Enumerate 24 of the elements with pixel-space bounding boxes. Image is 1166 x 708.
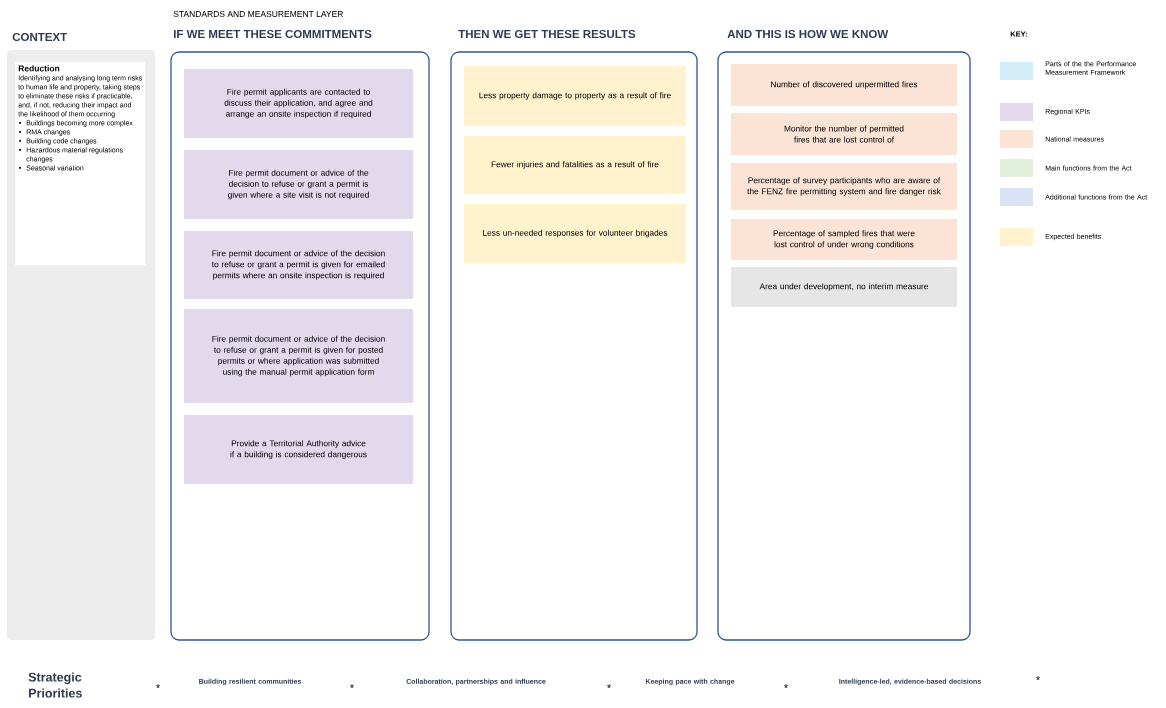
measure-box: Area under development, no interim measure (731, 267, 957, 307)
asterisk: * (784, 684, 788, 689)
measure-box: Percentage of sampled fires that were lost control of under wrong conditions (731, 219, 957, 260)
benefit-box: Fewer injuries and fatalities as a result of fire (464, 136, 686, 194)
node-label: THEN WE GET THESE RESULTS (458, 29, 636, 39)
asterisk: * (350, 684, 354, 689)
node-label: IF WE MEET THESE COMMITMENTS (173, 29, 372, 39)
layer-heading: STANDARDS AND MEASUREMENT LAYER (173, 11, 343, 17)
asterisk: * (1036, 676, 1040, 681)
measure-box: Percentage of survey participants who are aware of the FENZ fire permitting system and fire danger risk (731, 163, 957, 210)
node-label: CONTEXT (12, 32, 68, 42)
asterisk: * (156, 684, 160, 689)
benefit-box: Less un-needed responses for volunteer brigades (464, 204, 686, 263)
measure-box: Number of discovered unpermitted fires (731, 64, 957, 106)
priorities-heading: Strategic Priorities (28, 672, 82, 698)
kpi-box: Fire permit document or advice of the decision to refuse or grant a permit is given for posted permits or where application was submitted using the manual permit application form (184, 309, 413, 403)
kpi-box: Fire permit document or advice of the decision to refuse or grant a permit is given for emailed permits where an onsite inspection is required (184, 231, 413, 299)
asterisk: * (607, 684, 611, 689)
kpi-box: Fire permit applicants are contacted to discuss their application, and agree and arrange an onsite inspection if required (184, 69, 413, 138)
kpi-box: Provide a Territorial Authority advice if a building is considered dangerous (184, 415, 413, 484)
benefit-box: Less property damage to property as a result of fire (464, 66, 686, 126)
kpi-box: Fire permit document or advice of the decision to refuse or grant a permit is given where a site visit is not required (184, 150, 413, 219)
node-label: AND THIS IS HOW WE KNOW (727, 29, 889, 39)
measure-box: Monitor the number of permitted fires that are lost control of (731, 113, 957, 155)
